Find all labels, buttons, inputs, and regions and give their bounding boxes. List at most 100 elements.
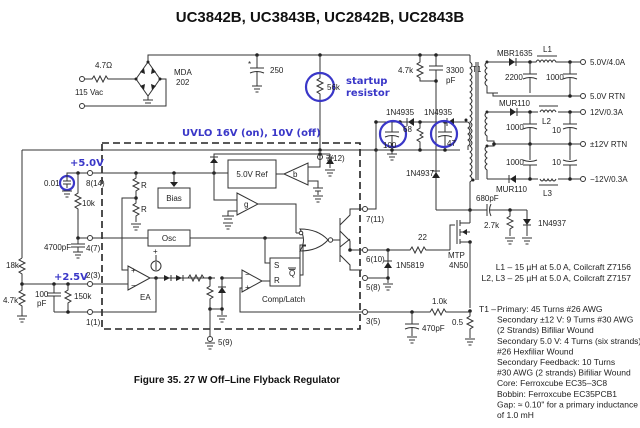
drain-res-label: 2.7k bbox=[484, 221, 500, 230]
pin-fb bbox=[87, 281, 93, 287]
startup-highlight-circle bbox=[304, 71, 336, 103]
svg-text:*: * bbox=[248, 60, 251, 69]
t1-note-line: Bobbin: Ferroxcube EC35PCB1 bbox=[497, 389, 617, 399]
snubber-cap-label-1: 3300 bbox=[446, 66, 464, 75]
fuse-resistor bbox=[85, 74, 136, 84]
clamp-diode-label: 1N5819 bbox=[396, 261, 425, 270]
output-5v-rtn-terminal bbox=[580, 93, 586, 99]
ac-input: 4.7Ω 115 Vac bbox=[75, 61, 167, 109]
output-12v-rtn-label: ±12V RTN bbox=[590, 140, 627, 149]
int-r1-label: R bbox=[141, 181, 147, 190]
startup-resistor-value: 56k bbox=[327, 83, 341, 92]
t1-note-line: (2 Strands) Bifiliar Wound bbox=[497, 325, 594, 335]
reference-block bbox=[227, 159, 277, 189]
note-l1: L1 – 15 µH at 5.0 A, Coilcraft Z7156 bbox=[496, 262, 632, 272]
t1-note-line: #26 Hexfiliar Wound bbox=[497, 346, 574, 356]
rt-resistor bbox=[73, 173, 83, 238]
startup-annotation-1: startup bbox=[346, 76, 387, 87]
output-12v-diode-label: MUR110 bbox=[499, 99, 531, 108]
aux-diode-3-label: 1N4937 bbox=[406, 169, 435, 178]
ac-source-label: 115 Vac bbox=[75, 88, 103, 97]
output-neg12v-cap-1-label: 1000 bbox=[506, 158, 524, 167]
oscillator-label: Osc bbox=[162, 234, 176, 243]
aux-diode-2-label: 1N4935 bbox=[424, 108, 453, 117]
bridge-label-2: 202 bbox=[176, 78, 190, 87]
svg-text:+: + bbox=[131, 266, 136, 275]
mosfet-label-2: 4N50 bbox=[449, 261, 469, 270]
cs-res-label: 1.0k bbox=[432, 297, 448, 306]
pin-fb-label: 2(3) bbox=[86, 271, 101, 280]
output-neg12v-cap-2-label: 10 bbox=[552, 158, 561, 167]
pin-vcc-label: 7(12) bbox=[326, 154, 345, 163]
aux-cap-1-label: 100 bbox=[383, 141, 397, 150]
vref-annotation: +5.0V bbox=[70, 158, 104, 169]
latch-r-label: R bbox=[274, 276, 280, 285]
t1-note-line: Core: Ferroxcube EC35–3C8 bbox=[497, 378, 607, 388]
gate-drive: 22 1N5819 bbox=[368, 233, 450, 291]
output-12v-cap-1-label: 1000 bbox=[506, 123, 524, 132]
divider-lower-label: 4.7k bbox=[3, 296, 19, 305]
comp-res-label: 150k bbox=[74, 292, 92, 301]
t1-note-line: Gap: ≈ 0.10" for a primary inductance bbox=[497, 399, 638, 409]
pin-vc bbox=[362, 206, 368, 212]
feedback-divider bbox=[17, 257, 27, 316]
t1-note-line: #30 AWG (2 strands) Bifiliar Wound bbox=[497, 368, 631, 378]
output-5v-cap-2-label: 1000 bbox=[546, 73, 564, 82]
pin-vc-label: 7(11) bbox=[366, 215, 384, 224]
transformer-label: T1 bbox=[472, 65, 482, 74]
note-l23: L2, L3 – 25 µH at 5.0 A, Coilcraft Z7157 bbox=[482, 273, 632, 283]
output-12v-inductor-label: L2 bbox=[542, 117, 551, 126]
vref-ok-comparator bbox=[236, 192, 260, 216]
output-5v: MBR1635 2200 L1 1000 5.0V/4.0A 5.0V RTN bbox=[487, 45, 626, 101]
fuse-resistor-label: 4.7Ω bbox=[95, 61, 112, 70]
error-amp-label: EA bbox=[140, 293, 151, 302]
ic-boundary bbox=[101, 142, 361, 330]
t1-note-line: Primary: 45 Turns #26 AWG bbox=[497, 304, 603, 314]
svg-text:−: − bbox=[131, 281, 136, 290]
pin-comp-label: 1(1) bbox=[86, 318, 101, 327]
output-12v: MUR110 1000 L2 10 12V/0.3A ±12V RTN bbox=[487, 99, 627, 149]
startup-annotation-2: resistor bbox=[346, 88, 390, 99]
svg-text:+: + bbox=[245, 283, 250, 292]
pin-cs bbox=[362, 309, 368, 315]
bulk-cap-label: 250 bbox=[270, 66, 284, 75]
aux-cap-2-label: 47 bbox=[447, 139, 456, 148]
comp-network: 100 pF 150k bbox=[35, 284, 92, 314]
output-5v-inductor-label: L1 bbox=[543, 45, 552, 54]
mosfet-label-1: MTP bbox=[448, 251, 465, 260]
divider-upper-label: 18k bbox=[6, 261, 20, 270]
cap-100-highlight bbox=[378, 119, 408, 149]
ic-internals: R R Bias 5.0V Ref b g bbox=[93, 152, 362, 350]
aux-res-label: 68 bbox=[403, 125, 412, 134]
output-5v-cap-1-label: 2200 bbox=[505, 73, 523, 82]
pin-rtct bbox=[87, 235, 93, 241]
cs-cap-label: 470pF bbox=[422, 324, 445, 333]
bias-label: Bias bbox=[166, 194, 182, 203]
output-12v-terminal bbox=[580, 109, 586, 115]
latch-label: Comp/Latch bbox=[262, 295, 305, 304]
transformer-t1: T1 bbox=[469, 55, 498, 210]
output-5v-terminal bbox=[580, 59, 586, 65]
output-neg12v-diode-label: MUR110 bbox=[496, 185, 528, 194]
gate-res-label: 22 bbox=[418, 233, 427, 242]
output-5v-rtn-label: 5.0V RTN bbox=[590, 92, 625, 101]
pin-pgnd bbox=[362, 275, 368, 281]
t1-note-line: Secondary Feedback: 10 Turns bbox=[497, 357, 615, 367]
bridge-label-1: MDA bbox=[174, 68, 192, 77]
pin-vref-label: 8(14) bbox=[86, 179, 105, 188]
figure-caption: Figure 35. 27 W Off–Line Flyback Regulat… bbox=[134, 375, 340, 386]
svg-text:b: b bbox=[293, 170, 298, 179]
output-gate bbox=[299, 228, 329, 252]
snubber: 4.7k 3300 pF bbox=[398, 55, 464, 210]
current-sense: 1.0k 470pF 0.5 bbox=[368, 297, 476, 346]
pin-gnd bbox=[207, 336, 213, 342]
cap-47-highlight bbox=[429, 119, 459, 149]
drain-cap-label: 680pF bbox=[476, 194, 499, 203]
page-title: UC3842B, UC3843B, UC2842B, UC2843B bbox=[176, 9, 465, 26]
pin-vref bbox=[87, 170, 93, 176]
pin-out bbox=[362, 247, 368, 253]
hv-rail bbox=[147, 54, 470, 62]
t1-note-line: Secondary 5.0 V: 4 Turns (six strands) bbox=[497, 336, 640, 346]
